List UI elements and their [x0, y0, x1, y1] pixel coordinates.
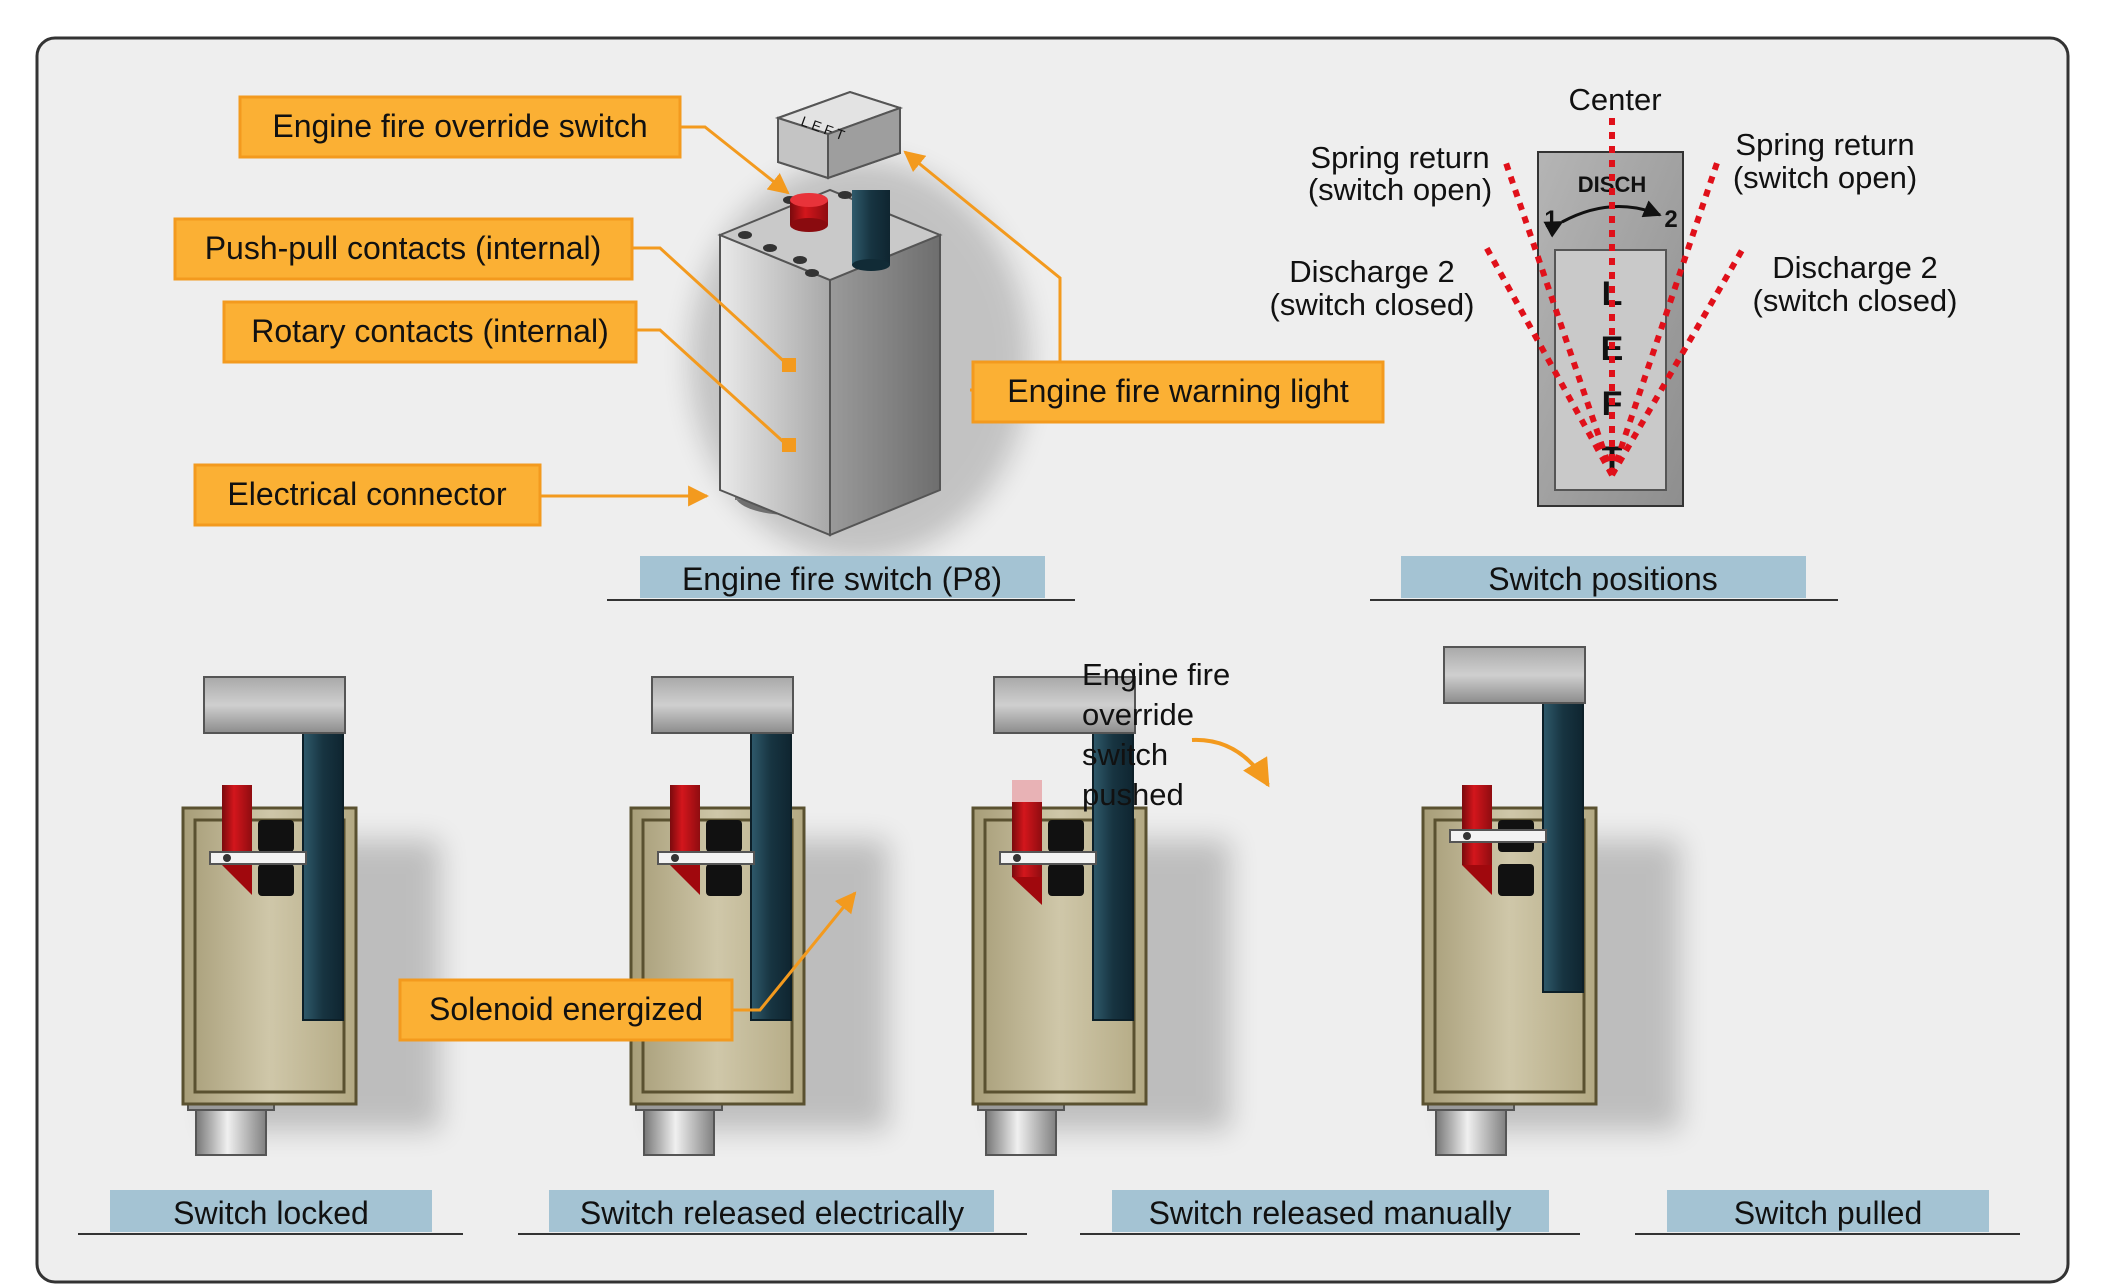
position-2-label: 2 [1664, 206, 1677, 233]
unit-switch-released-manually [971, 676, 1230, 1156]
handle-letter-l: L [1602, 275, 1623, 313]
manual-note-line1: Engine fire [1082, 657, 1230, 692]
callout-solenoid-label: Solenoid energized [429, 991, 703, 1027]
spring-return-right-line1: Spring return [1735, 127, 1914, 162]
callout-rotary: Rotary contacts (internal) [222, 300, 638, 364]
caption-switch-released-manually-label: Switch released manually [1149, 1195, 1512, 1231]
spring-return-left-line2: (switch open) [1308, 172, 1492, 207]
caption-engine-fire-switch: Engine fire switch (P8) [607, 556, 1075, 601]
manual-note-line2: override [1082, 697, 1194, 732]
callout-override-switch-label: Engine fire override switch [272, 108, 647, 144]
discharge-left-line2: (switch closed) [1270, 287, 1475, 322]
position-dotted-lines [1482, 118, 1748, 477]
callout-rotary-label: Rotary contacts (internal) [251, 313, 608, 349]
caption-switch-positions-label: Switch positions [1488, 561, 1717, 597]
callout-push-pull: Push-pull contacts (internal) [173, 217, 634, 281]
callout-push-pull-label: Push-pull contacts (internal) [205, 230, 602, 266]
caption-switch-locked-label: Switch locked [173, 1195, 369, 1231]
position-1-label: 1 [1544, 206, 1557, 233]
discharge-right-line2: (switch closed) [1753, 283, 1958, 318]
caption-switch-released-electrically: Switch released electrically [518, 1190, 1027, 1235]
callout-override-switch: Engine fire override switch [238, 95, 682, 159]
callout-warning-light-label: Engine fire warning light [1007, 373, 1349, 409]
callout-connector-label: Electrical connector [227, 476, 507, 512]
discharge-right-line1: Discharge 2 [1772, 250, 1937, 285]
caption-switch-pulled: Switch pulled [1635, 1190, 2020, 1235]
manual-note-line3: switch [1082, 737, 1168, 772]
spring-return-right-line2: (switch open) [1733, 160, 1917, 195]
callout-connector: Electrical connector [193, 463, 542, 527]
caption-switch-released-electrically-label: Switch released electrically [580, 1195, 964, 1231]
caption-switch-locked: Switch locked [78, 1190, 463, 1235]
caption-switch-positions: Switch positions [1370, 556, 1838, 601]
caption-switch-released-manually: Switch released manually [1080, 1190, 1580, 1235]
unit-switch-pulled [1421, 646, 1680, 1156]
caption-switch-pulled-label: Switch pulled [1734, 1195, 1923, 1231]
position-center-label: Center [1568, 82, 1661, 117]
engine-fire-switch-illustration: L E F T [690, 90, 1030, 560]
spring-return-left-line1: Spring return [1310, 140, 1489, 175]
manual-note-line4: pushed [1082, 777, 1184, 812]
caption-engine-fire-switch-label: Engine fire switch (P8) [682, 561, 1002, 597]
manual-note-arrow [1191, 737, 1270, 788]
solenoid-leader-line [732, 891, 857, 1012]
callout-solenoid: Solenoid energized [398, 978, 734, 1042]
discharge-left-line1: Discharge 2 [1289, 254, 1454, 289]
callout-warning-light: Engine fire warning light [971, 360, 1385, 424]
